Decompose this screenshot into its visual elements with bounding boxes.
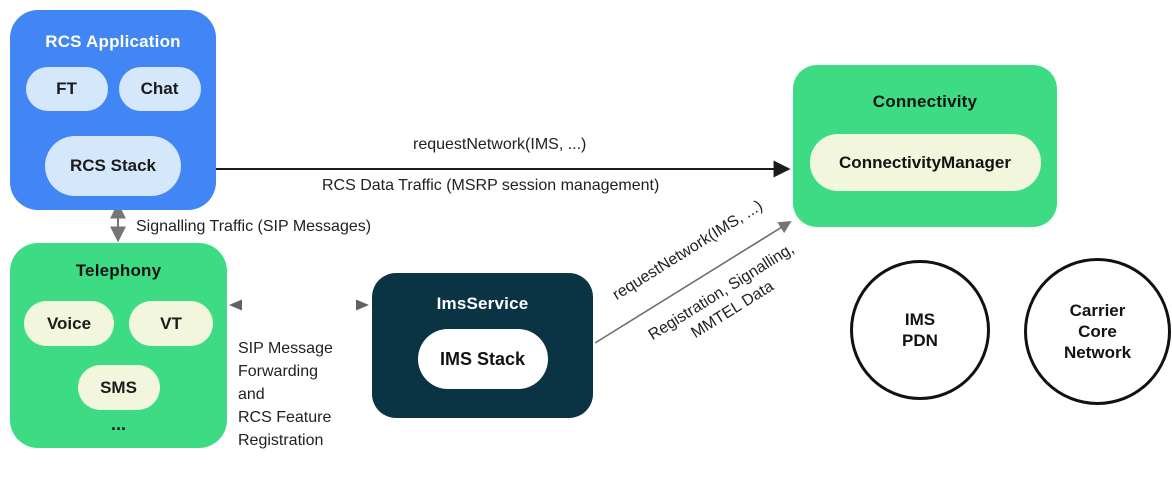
ims-pdn-circle: IMS PDN <box>850 260 990 400</box>
rcs-stack-pill: RCS Stack <box>45 136 181 196</box>
connectivity-box: Connectivity ConnectivityManager <box>793 65 1057 227</box>
ims-service-box: ImsService IMS Stack <box>372 273 593 418</box>
telephony-title: Telephony <box>75 261 162 280</box>
ims-stack-pill: IMS Stack <box>417 329 548 389</box>
rcs-application-title: RCS Application <box>45 32 181 51</box>
rcs-application-pill-row: FT Chat <box>25 67 201 111</box>
arrowhead-to-telephony-icon <box>229 299 242 311</box>
telephony-ellipsis: ... <box>110 414 126 434</box>
telephony-pill-row: Voice VT <box>24 301 213 346</box>
rcs-application-box: RCS Application FT Chat RCS Stack <box>10 10 216 210</box>
label-signalling-traffic: Signalling Traffic (SIP Messages) <box>136 218 372 235</box>
connectivity-manager-pill: ConnectivityManager <box>809 134 1041 191</box>
telephony-box: Telephony Voice VT SMS ... <box>10 243 227 448</box>
vt-pill: VT <box>129 301 213 346</box>
chat-pill: Chat <box>118 67 201 111</box>
label-request-network-horizontal: requestNetwork(IMS, ...) <box>413 136 587 153</box>
voice-pill: Voice <box>24 301 114 346</box>
ims-service-title: ImsService <box>436 294 529 313</box>
arrowhead-to-imsservice-icon <box>356 299 369 311</box>
sms-pill: SMS <box>77 365 160 410</box>
label-sip-message-forwarding: SIP Message Forwarding and RCS Feature R… <box>238 340 333 449</box>
label-rcs-data-traffic: RCS Data Traffic (MSRP session managemen… <box>322 177 660 194</box>
connectivity-title: Connectivity <box>872 92 978 111</box>
ft-pill: FT <box>25 67 108 111</box>
carrier-core-network-circle: Carrier Core Network <box>1024 258 1171 405</box>
